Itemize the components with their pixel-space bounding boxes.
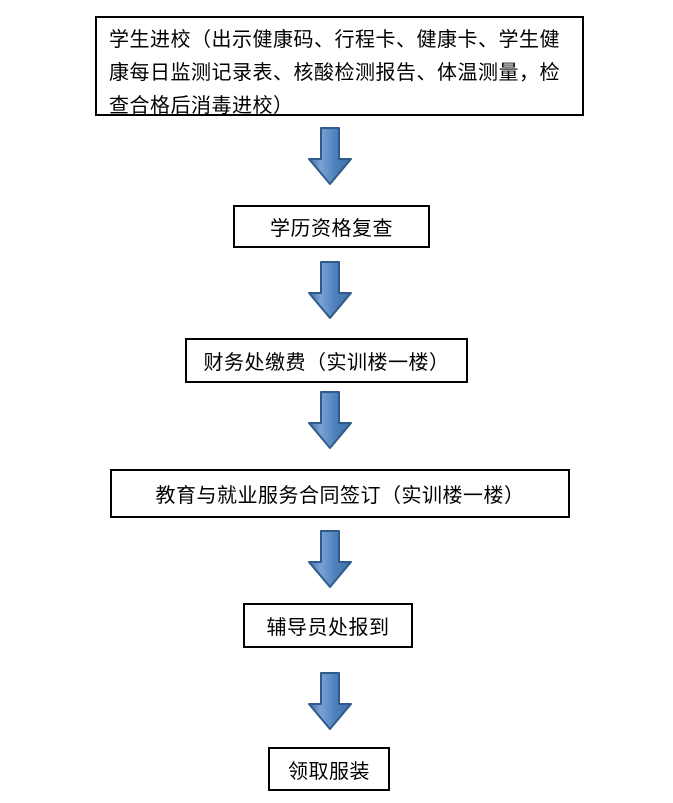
down-arrow-icon: [308, 530, 352, 588]
flow-step-label: 辅导员处报到: [266, 617, 390, 639]
down-arrow-icon: [308, 672, 352, 730]
down-arrow-icon: [308, 391, 352, 449]
flow-step-qualification-recheck: 学历资格复查: [233, 205, 430, 248]
flow-step-label: 学历资格复查: [270, 218, 393, 240]
flow-step-contract-signing: 教育与就业服务合同签订（实训楼一楼）: [110, 469, 570, 518]
flow-step-label: 教育与就业服务合同签订（实训楼一楼）: [155, 485, 525, 507]
flow-step-label: 领取服装: [288, 760, 370, 783]
flow-step-counselor-checkin: 辅导员处报到: [243, 603, 413, 648]
down-arrow-icon: [308, 261, 352, 319]
flow-step-label: 财务处缴费（实训楼一楼）: [203, 352, 450, 374]
flow-step-label: 学生进校（出示健康码、行程卡、健康卡、学生健康每日监测记录表、核酸检测报告、体温…: [109, 29, 560, 117]
flow-step-uniform-pickup: 领取服装: [268, 747, 390, 791]
down-arrow-icon: [308, 127, 352, 185]
flow-step-student-entry: 学生进校（出示健康码、行程卡、健康卡、学生健康每日监测记录表、核酸检测报告、体温…: [95, 16, 584, 117]
flow-step-finance-payment: 财务处缴费（实训楼一楼）: [185, 338, 468, 383]
